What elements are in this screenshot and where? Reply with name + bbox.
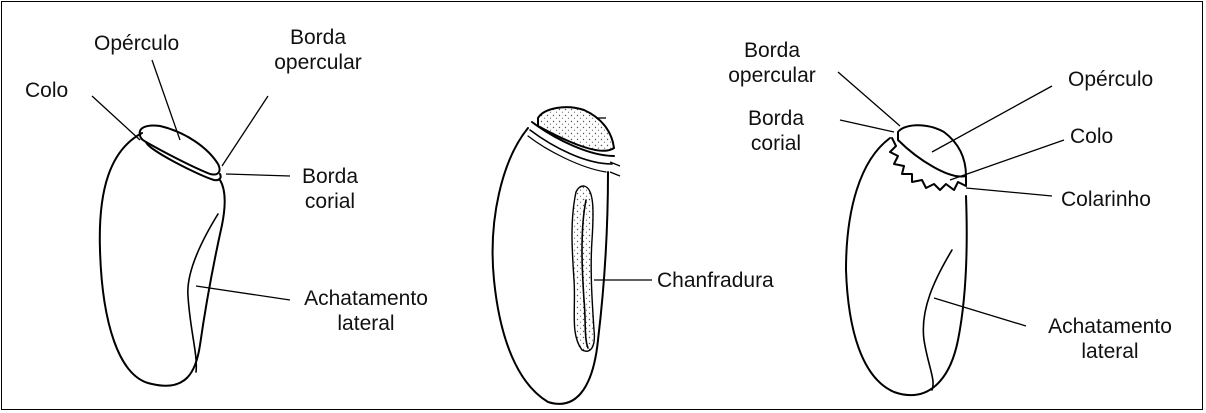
egg-a-leaders [92,60,290,300]
leader-b-tick-3 [610,172,620,176]
egg-b [493,107,614,404]
label-c-achatamento-lateral: Achatamento lateral [1030,314,1190,364]
egg-b-operculum [538,107,614,151]
label-c-borda-corial: Borda corial [736,106,816,156]
egg-a-operculum [140,125,220,174]
label-c-borda-opercular: Borda opercular [708,38,836,88]
label-c-colarinho: Colarinho [1061,187,1151,212]
egg-a-lateral-flattening [188,214,218,372]
label-a-borda-opercular: Borda opercular [258,25,378,75]
label-a-operculo: Opérculo [94,31,179,56]
leader-c-operculo [932,86,1052,152]
leader-a-borda-opercular [222,96,268,166]
egg-a [100,125,225,385]
leader-a-achatamento [196,286,290,300]
egg-c-body [846,138,967,395]
egg-c-leaders [838,72,1064,326]
label-a-colo: Colo [25,78,68,103]
egg-c-operculum [898,125,966,176]
leader-a-colo [92,96,140,140]
leader-a-borda-corial [226,174,290,176]
label-c-operculo: Opérculo [1068,67,1153,92]
label-b-chanfradura: Chanfradura [657,268,774,293]
leader-c-colo [950,140,1064,180]
egg-a-body [100,133,225,386]
leader-c-achatamento [934,298,1026,326]
leader-c-borda-corial [840,120,894,132]
label-a-achatamento-lateral: Achatamento lateral [286,286,446,336]
leader-c-borda-opercular [838,72,900,126]
label-a-borda-corial: Borda corial [285,164,375,214]
egg-c [846,125,967,395]
label-c-colo: Colo [1070,124,1113,149]
leader-c-colarinho [966,188,1052,196]
